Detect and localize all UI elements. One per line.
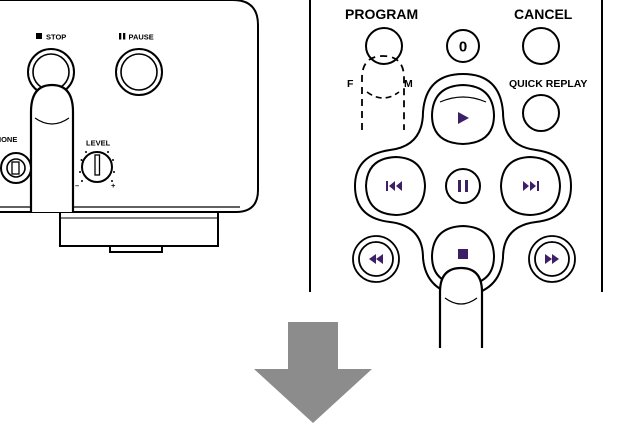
rewind-icon xyxy=(369,254,383,264)
skip-back-button[interactable] xyxy=(364,155,427,217)
level-label: LEVEL xyxy=(86,139,111,148)
down-arrow-icon xyxy=(254,322,372,423)
fast-forward-button[interactable] xyxy=(528,235,576,283)
dashed-finger-icon xyxy=(361,55,405,130)
program-label: PROGRAM xyxy=(345,6,418,22)
device-pause-button[interactable] xyxy=(115,48,163,96)
pause-label-bars-icon xyxy=(119,33,126,40)
zero-button[interactable]: 0 xyxy=(446,29,480,63)
remote-pause-button[interactable] xyxy=(445,168,481,204)
cancel-label: CANCEL xyxy=(514,6,573,22)
skip-back-icon xyxy=(386,181,402,191)
stop-label: STOP xyxy=(46,33,66,42)
pause-icon xyxy=(458,180,468,192)
level-knob[interactable] xyxy=(79,151,115,183)
quick-replay-button[interactable] xyxy=(522,94,560,132)
remote-control: PROGRAM CANCEL 0 F M QUICK REPLAY xyxy=(309,0,603,348)
phones-jack[interactable] xyxy=(0,152,32,184)
device-stop-button[interactable] xyxy=(27,48,75,96)
device-panel: STOP PAUSE IONE LEVEL xyxy=(0,0,259,253)
phones-label: IONE xyxy=(0,135,17,144)
fast-forward-icon xyxy=(545,254,559,264)
play-icon xyxy=(458,112,469,124)
rewind-button[interactable] xyxy=(352,235,400,283)
pause-label: PAUSE xyxy=(129,33,154,42)
skip-forward-icon xyxy=(523,181,539,191)
play-button[interactable] xyxy=(430,83,496,146)
cancel-button[interactable] xyxy=(522,27,560,65)
hidden-label-left: F xyxy=(347,78,354,90)
zero-label: 0 xyxy=(459,39,467,56)
level-max-label: + xyxy=(111,181,116,190)
program-button[interactable] xyxy=(365,27,403,65)
skip-forward-button[interactable] xyxy=(499,155,562,217)
stop-icon xyxy=(458,249,468,259)
hidden-label-right: M xyxy=(404,78,413,90)
stop-label-square-icon xyxy=(36,33,42,39)
finger-pressing-stop-icon xyxy=(29,83,75,212)
quick-replay-label: QUICK REPLAY xyxy=(509,78,587,90)
finger-pressing-remote-stop-icon xyxy=(438,266,484,348)
level-min-label: – xyxy=(75,181,79,190)
